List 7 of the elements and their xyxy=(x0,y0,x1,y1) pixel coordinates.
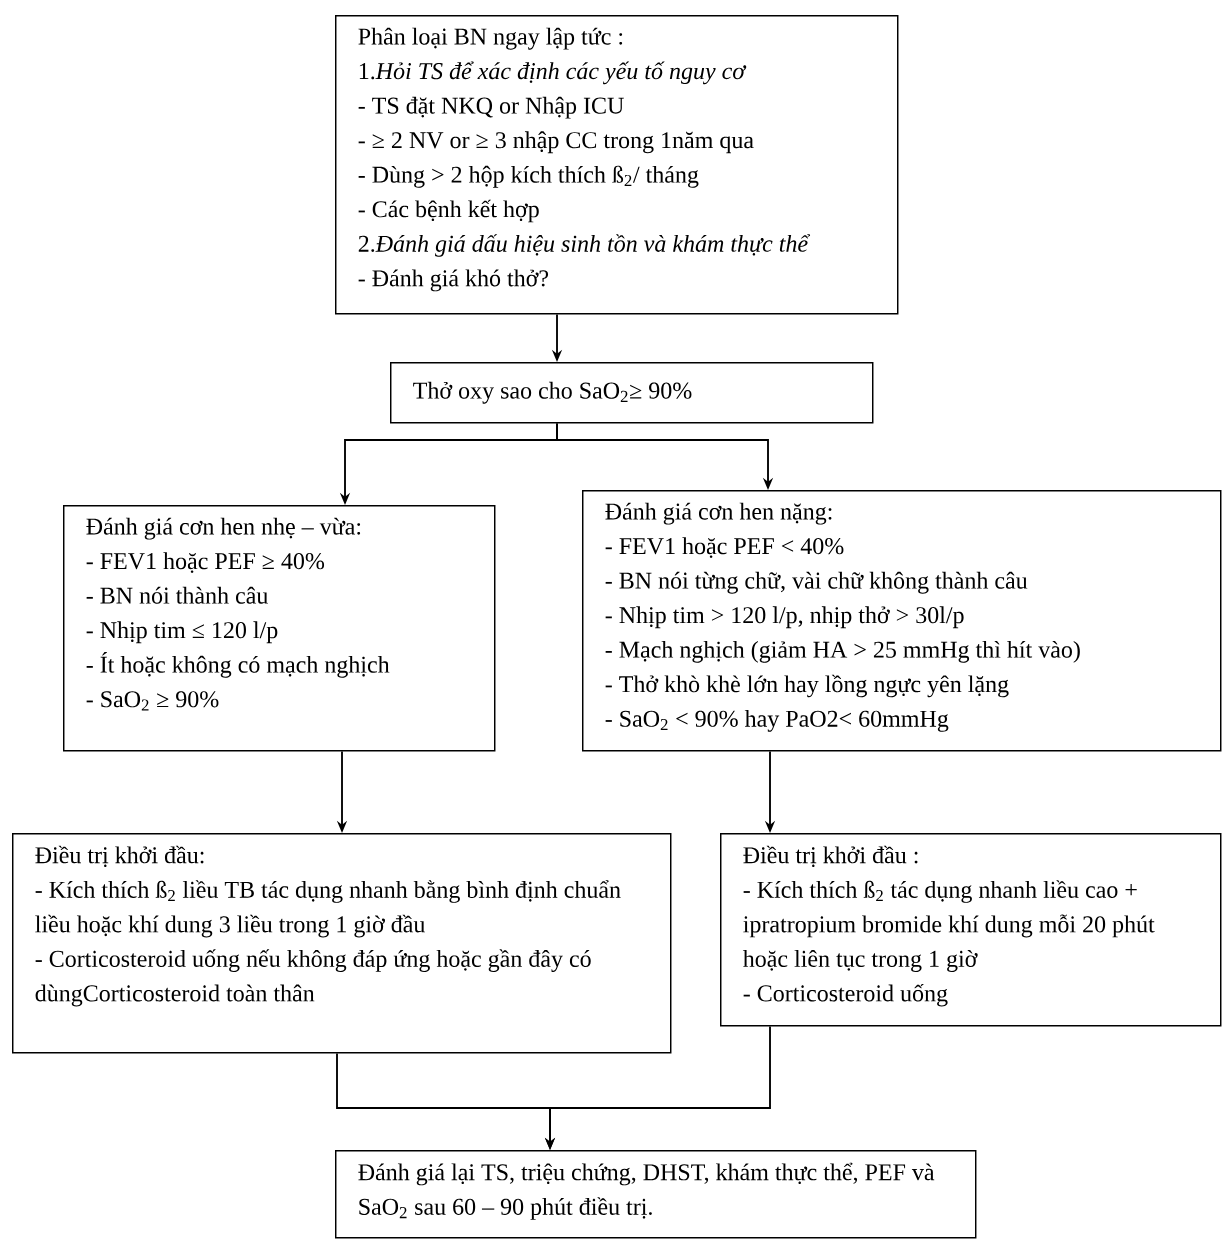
process-box: Đánh giá cơn hen nhẹ – vừa: - FEV1 hoặc PEF ≥ 40% - BN nói thành câu - Nhịp tim ≤ 120 l/p - Ít hoặc không có mạch nghịch - SaO$_{2}$ ≥ 90% xyxy=(63,505,496,752)
process-box: Thở oxy sao cho SaO$_{2}$≥ 90% xyxy=(390,362,874,424)
process-box: Phân loại BN ngay lập tức : 1.Hỏi TS để xác định các yếu tố nguy cơ - TS đặt NKQ or Nhập ICU - ≥ 2 NV or ≥ 3 nhập CC trong 1năm qua - Dùng > 2 hộp kích thích ß$_{2}$/ tháng - Các bệnh kết hợp 2.Đánh giá dấu hiệu sinh tồn và khám thực thể - Đánh giá khó thở? xyxy=(335,15,899,315)
process-box: Đánh giá cơn hen nặng: - FEV1 hoặc PEF < 40% - BN nói từng chữ, vài chữ không thành câu - Nhịp tim > 120 l/p, nhịp thở > 30l/p - Mạch nghịch (giảm HA > 25 mmHg thì hít vào) - Thở khò khè lớn hay lồng ngực yên lặng - SaO$_{2}$ < 90% hay PaO2< 60mmHg xyxy=(582,490,1222,752)
process-box: Điều trị khởi đầu : - Kích thích ß$_{2}$ tác dụng nhanh liều cao + ipratropium bromide khí dung mỗi 20 phút hoặc liên tục trong 1 giờ - Corticosteroid uống xyxy=(720,833,1222,1027)
process-box: Điều trị khởi đầu: - Kích thích ß$_{2}$ liều TB tác dụng nhanh bằng bình định chuẩn liều hoặc khí dung 3 liều trong 1 giờ đầu - Corticosteroid uống nếu không đáp ứng hoặc gần đây có dùngCorticosteroid toàn thân xyxy=(12,833,672,1054)
process-box: Đánh giá lại TS, triệu chứng, DHST, khám thực thể, PEF và SaO$_{2}$ sau 60 – 90 phút điều trị. xyxy=(335,1150,977,1239)
